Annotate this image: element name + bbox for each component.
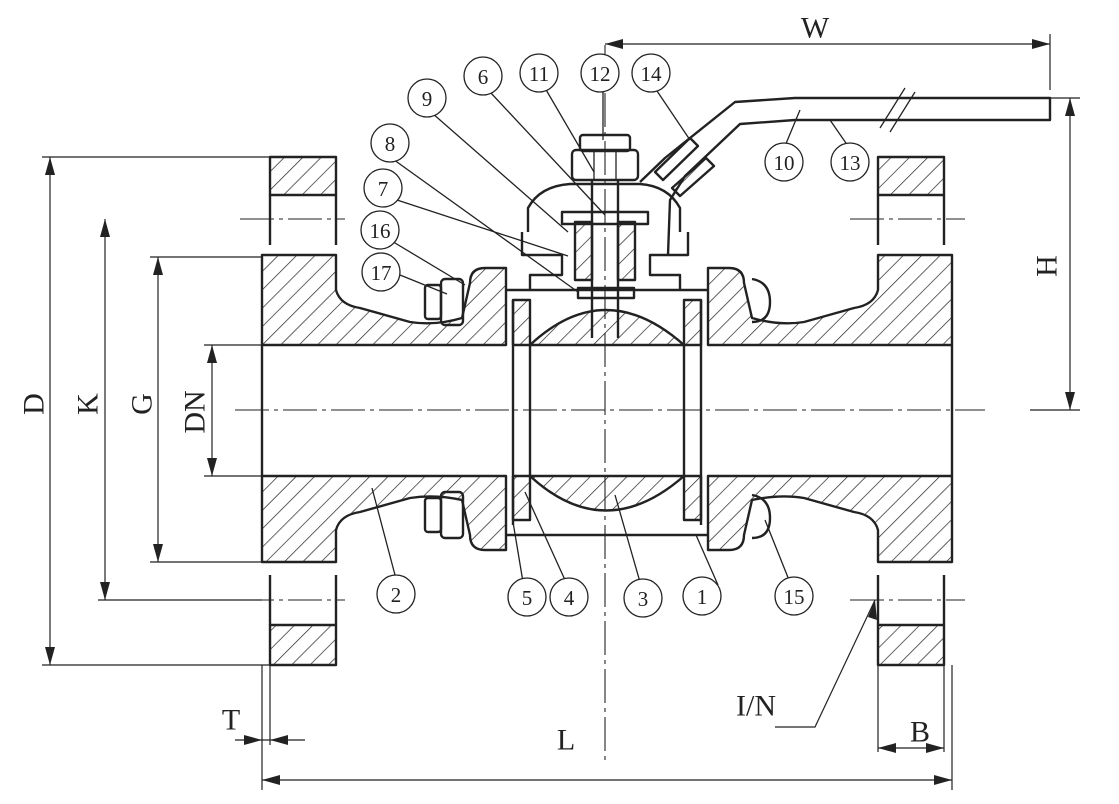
svg-text:7: 7 [378, 177, 389, 201]
svg-text:6: 6 [478, 65, 489, 89]
svg-text:4: 4 [564, 586, 575, 610]
svg-text:1: 1 [697, 585, 708, 609]
svg-text:13: 13 [840, 151, 861, 175]
dim-g-label: G [126, 393, 159, 415]
part-16-bubble: 16 [360, 210, 400, 250]
part-10-bubble: 10 [764, 142, 804, 182]
dim-l-label: L [557, 724, 575, 757]
svg-text:17: 17 [371, 261, 392, 285]
dim-w-label: W [801, 12, 830, 45]
arrowheads [45, 39, 1075, 785]
svg-text:11: 11 [529, 62, 549, 86]
part-13-bubble: 13 [830, 142, 870, 182]
svg-text:16: 16 [370, 219, 391, 243]
dim-b-label: B [910, 716, 930, 749]
part-bubbles: 1 2 3 4 5 6 7 8 9 10 11 12 13 14 15 16 1… [360, 53, 870, 618]
svg-text:12: 12 [590, 62, 611, 86]
dim-dn-label: DN [179, 390, 212, 433]
part-5-bubble: 5 [507, 577, 547, 617]
center-body [506, 288, 708, 537]
dim-k-label: K [72, 393, 105, 415]
part-4-bubble: 4 [549, 577, 589, 617]
part-6-bubble: 6 [463, 56, 503, 96]
svg-text:8: 8 [385, 132, 396, 156]
part-8-bubble: 8 [370, 123, 410, 163]
part-7-bubble: 7 [363, 168, 403, 208]
svg-text:5: 5 [522, 586, 533, 610]
left-body-end [260, 155, 508, 667]
svg-text:9: 9 [422, 87, 433, 111]
part-11-bubble: 11 [519, 53, 559, 93]
svg-text:2: 2 [391, 583, 402, 607]
part-9-bubble: 9 [407, 78, 447, 118]
part-15-bubble: 15 [774, 576, 814, 616]
part-17-bubble: 17 [361, 252, 401, 292]
right-body-end [706, 155, 954, 667]
dim-in-label: I/N [736, 690, 776, 723]
stem-assembly [520, 87, 1052, 338]
dimension-lines [42, 34, 1080, 790]
part-3-bubble: 3 [623, 578, 663, 618]
centerlines [235, 45, 985, 760]
svg-text:3: 3 [638, 587, 649, 611]
dim-d-label: D [18, 393, 51, 415]
part-14-bubble: 14 [631, 53, 671, 93]
svg-text:14: 14 [641, 62, 663, 86]
dim-h-label: H [1031, 255, 1064, 277]
part-leaders [371, 87, 849, 586]
part-12-bubble: 12 [580, 53, 620, 93]
dim-t-label: T [222, 704, 240, 737]
part-1-bubble: 1 [682, 576, 722, 616]
dimension-labels: W H D K G DN T L B I/N [18, 12, 1064, 757]
svg-text:15: 15 [784, 585, 805, 609]
svg-text:10: 10 [774, 151, 795, 175]
bolts [423, 277, 772, 540]
part-2-bubble: 2 [376, 574, 416, 614]
